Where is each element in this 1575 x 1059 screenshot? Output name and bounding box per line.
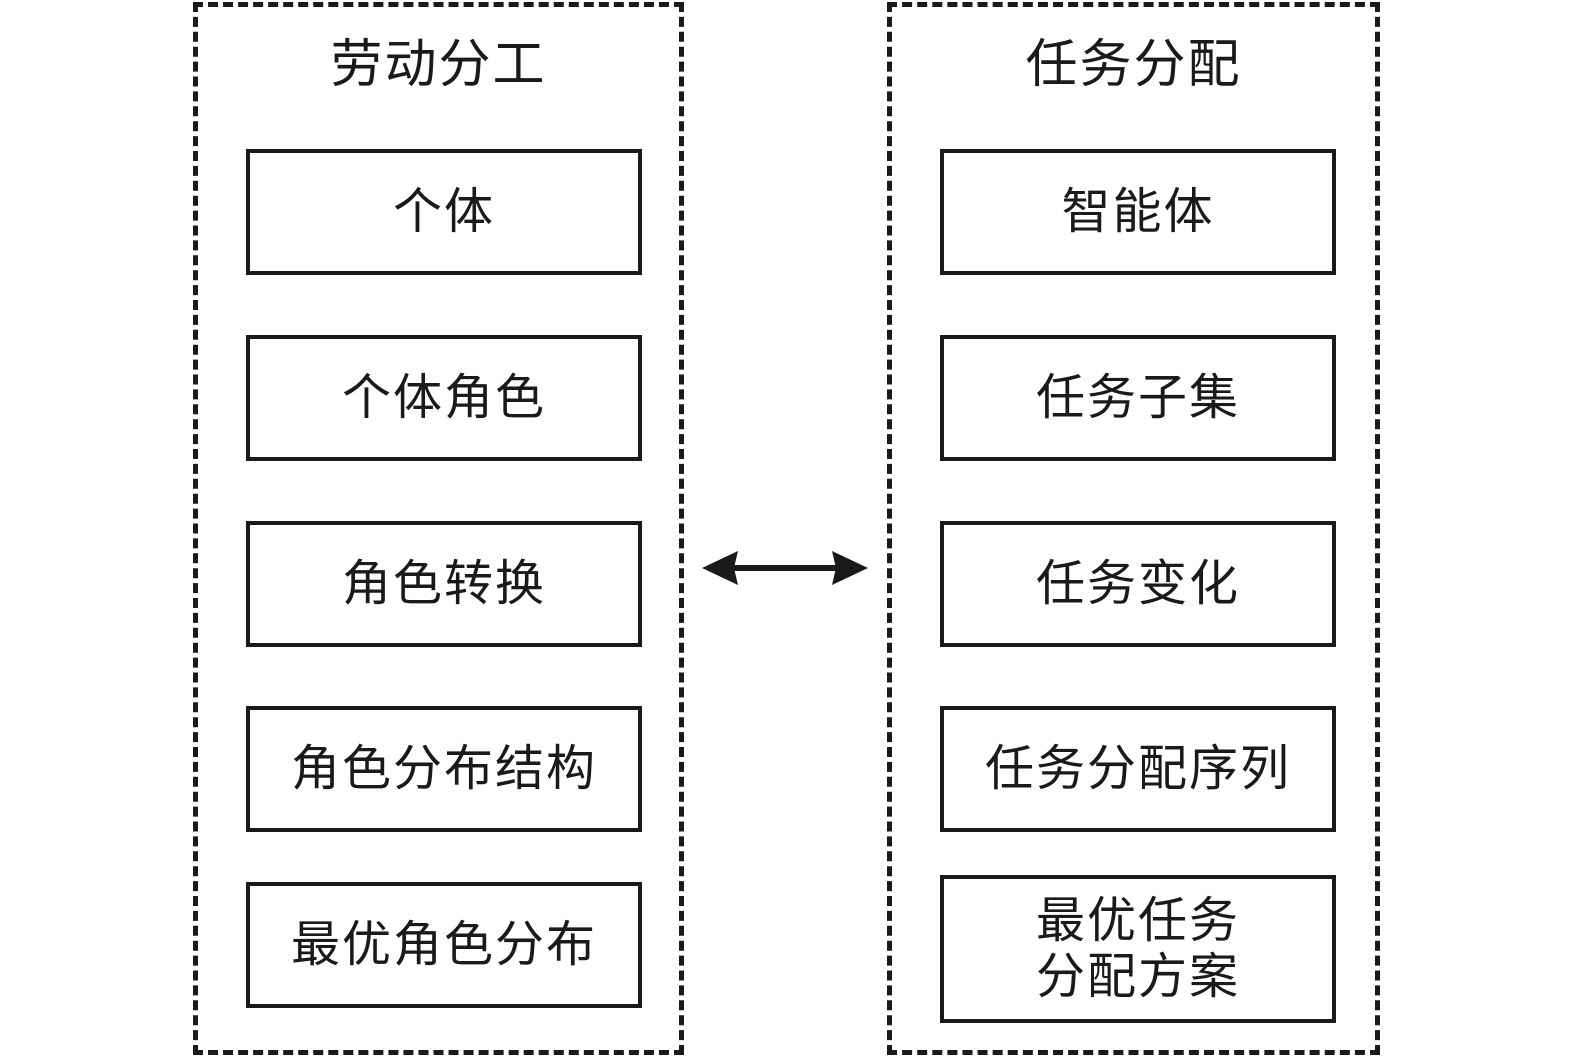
node-right-2-label: 任务子集 [1035,369,1240,426]
group-container-labor-division: 劳动分工 个体 个体角色 角色转换 角色分布结构 最优角色分布 [193,2,684,1055]
node-left-1[interactable]: 个体 [246,149,642,275]
node-right-5-label: 最优任务 分配方案 [1035,892,1240,1005]
node-right-3[interactable]: 任务变化 [940,521,1336,647]
node-left-4-label: 角色分布结构 [290,740,597,797]
node-right-1[interactable]: 智能体 [940,149,1336,275]
node-right-2[interactable]: 任务子集 [940,335,1336,461]
node-right-4-label: 任务分配序列 [984,740,1291,797]
node-left-1-label: 个体 [392,183,495,240]
node-right-1-label: 智能体 [1061,183,1215,240]
node-right-5[interactable]: 最优任务 分配方案 [940,875,1336,1023]
node-left-3-label: 角色转换 [341,555,546,612]
node-left-5[interactable]: 最优角色分布 [246,882,642,1008]
node-right-3-label: 任务变化 [1035,555,1240,612]
node-right-4[interactable]: 任务分配序列 [940,706,1336,832]
node-left-5-label: 最优角色分布 [290,916,597,973]
group-title-right: 任务分配 [1025,35,1242,95]
node-left-2-label: 个体角色 [341,369,546,426]
node-left-3[interactable]: 角色转换 [246,521,642,647]
double-headed-arrow-icon [702,551,868,585]
group-title-left: 劳动分工 [330,35,547,95]
group-container-task-allocation: 任务分配 智能体 任务子集 任务变化 任务分配序列 最优任务 分配方案 [887,2,1380,1055]
node-left-2[interactable]: 个体角色 [246,335,642,461]
node-left-4[interactable]: 角色分布结构 [246,706,642,832]
